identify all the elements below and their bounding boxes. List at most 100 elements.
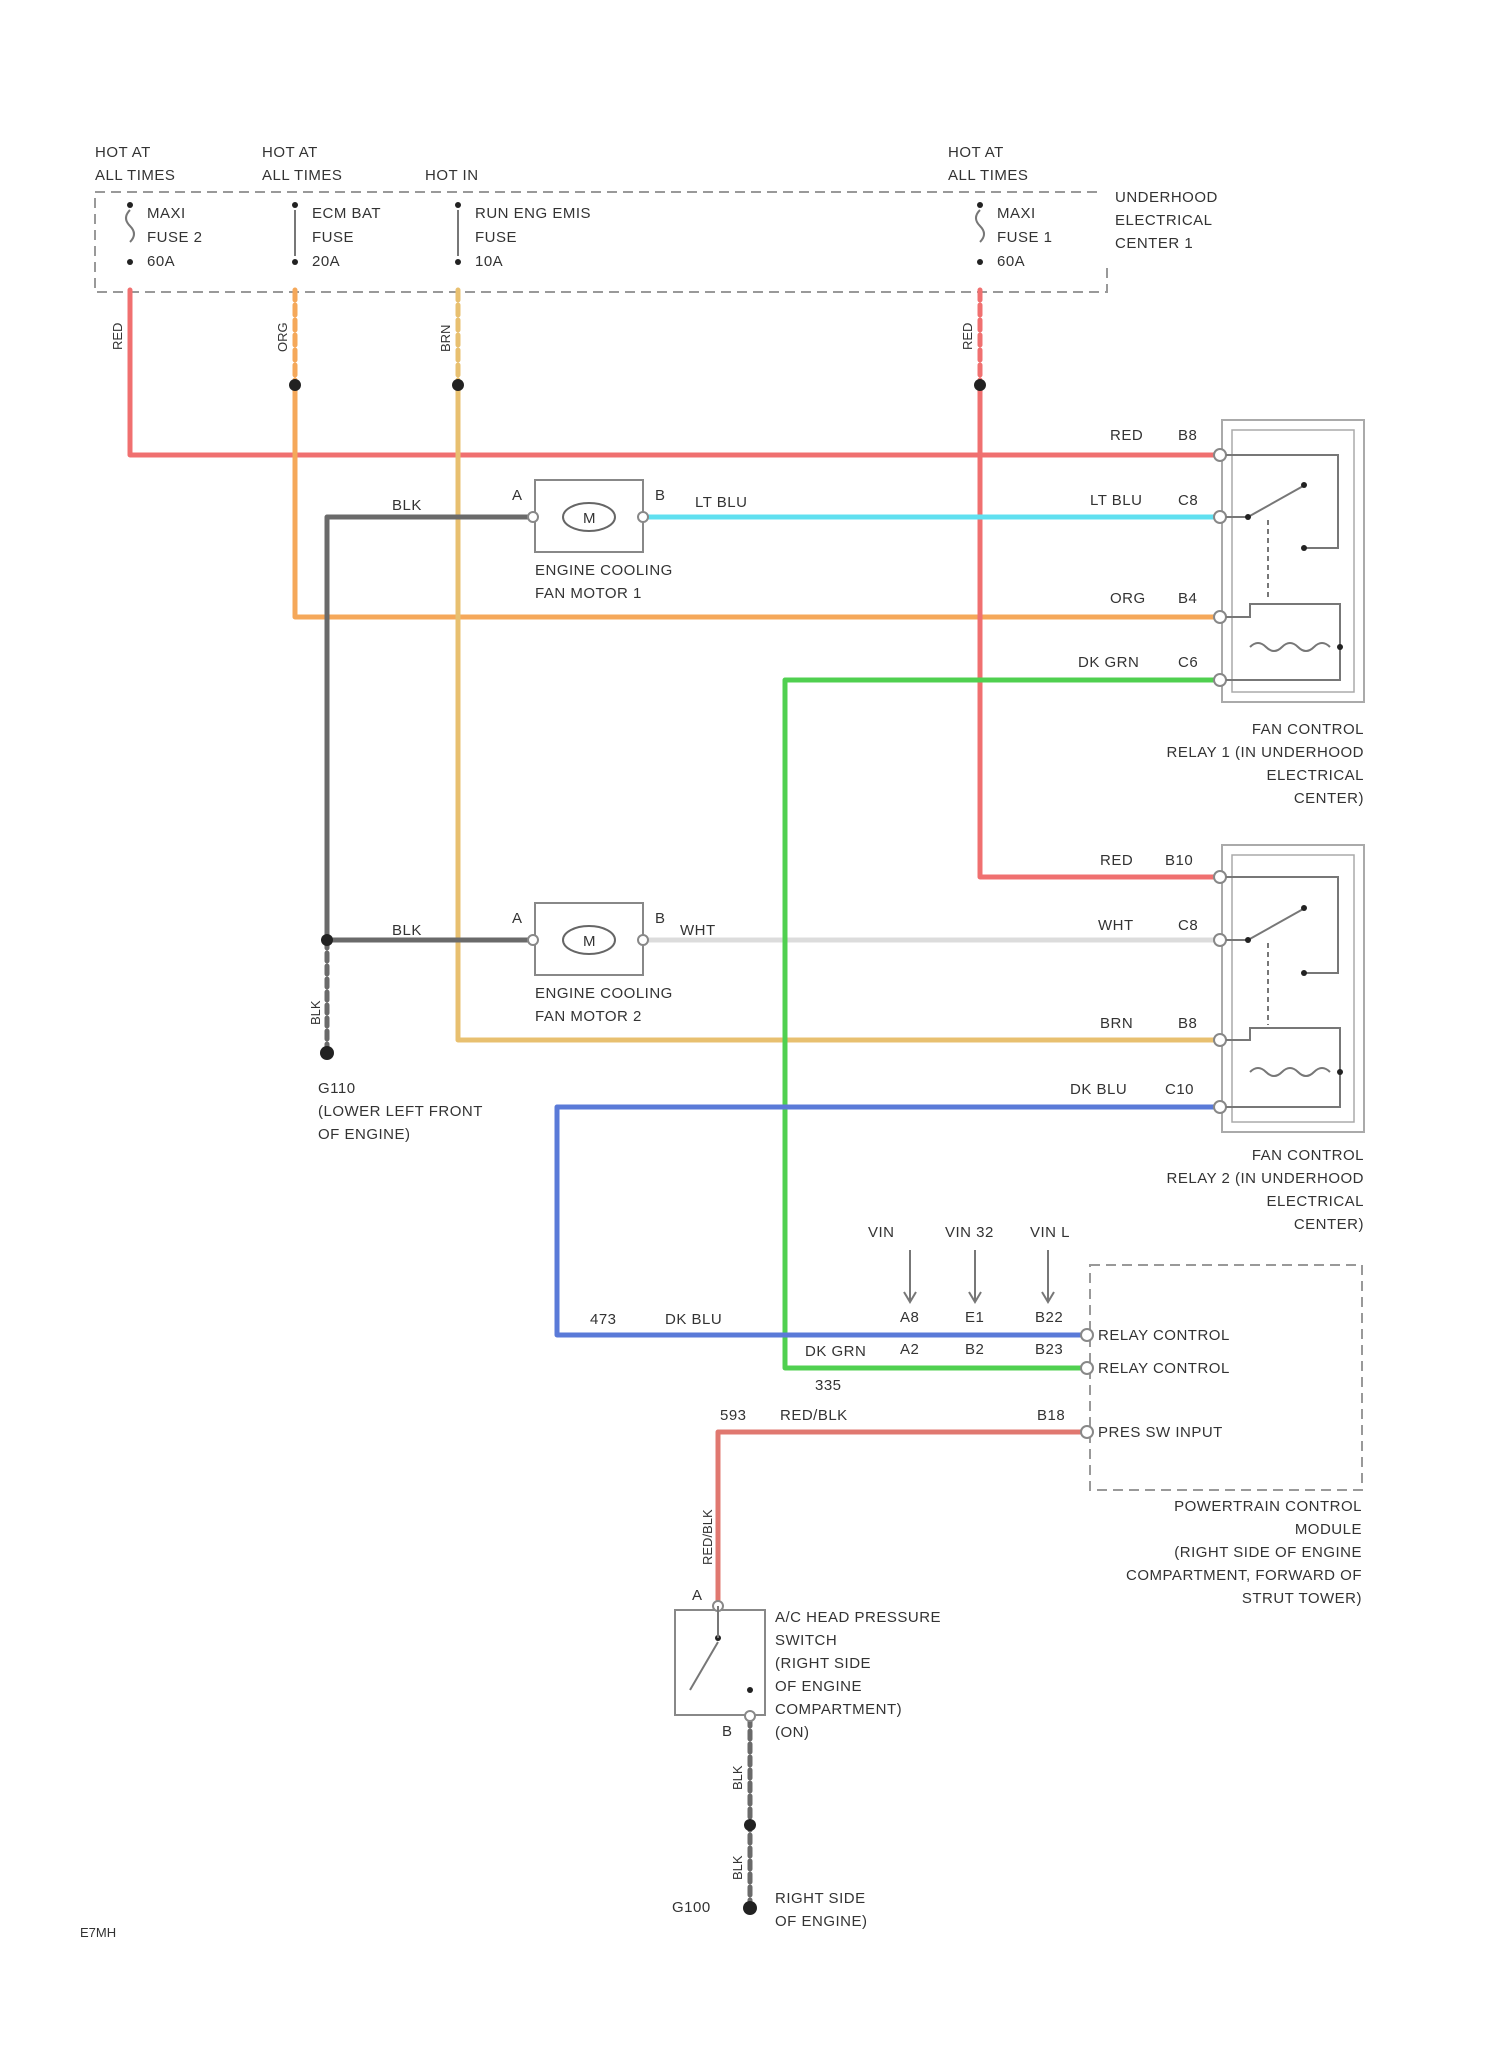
- svg-text:FUSE 1: FUSE 1: [997, 229, 1053, 246]
- fuse-ecm-bat-header: HOT AT ALL TIMES: [262, 144, 342, 184]
- splice-dot: [321, 934, 333, 946]
- fuse-maxi-1-header: HOT AT ALL TIMES: [948, 144, 1028, 184]
- svg-text:CENTER): CENTER): [1294, 1216, 1364, 1233]
- svg-text:A/C HEAD PRESSURE: A/C HEAD PRESSURE: [775, 1609, 941, 1626]
- hot-label: ALL TIMES: [262, 167, 342, 184]
- wire-tag: DK GRN: [805, 1343, 866, 1360]
- wire-tag: BLK: [392, 922, 422, 939]
- svg-text:COMPARTMENT): COMPARTMENT): [775, 1701, 902, 1718]
- svg-text:RELAY 2 (IN UNDERHOOD: RELAY 2 (IN UNDERHOOD: [1167, 1170, 1364, 1187]
- svg-text:VIN 32: VIN 32: [945, 1224, 994, 1241]
- svg-text:RED: RED: [1110, 427, 1143, 444]
- svg-text:LT BLU: LT BLU: [1090, 492, 1142, 509]
- wire-tag: WHT: [680, 922, 716, 939]
- wire-tag: BLK: [730, 1765, 745, 1790]
- wire-black: [327, 517, 533, 940]
- svg-text:OF ENGINE): OF ENGINE): [318, 1126, 411, 1143]
- hot-label: HOT IN: [425, 167, 479, 184]
- relay1-label: FAN CONTROL RELAY 1 (IN UNDERHOOD ELECTR…: [1167, 721, 1364, 807]
- diagram-code: E7MH: [80, 1925, 116, 1940]
- wire-dkblu: [557, 1107, 1220, 1335]
- ground-icon: [320, 1046, 334, 1060]
- svg-text:POWERTRAIN CONTROL: POWERTRAIN CONTROL: [1174, 1498, 1362, 1515]
- svg-text:B4: B4: [1178, 590, 1197, 607]
- svg-text:FAN MOTOR 2: FAN MOTOR 2: [535, 1008, 642, 1025]
- fuse-icon: [126, 202, 134, 265]
- svg-text:MAXI: MAXI: [147, 205, 186, 222]
- wire-tag: RED: [110, 323, 125, 350]
- relay-coil-icon: [1250, 1068, 1330, 1076]
- fan-motor-2: M A B ENGINE COOLING FAN MOTOR 2: [512, 903, 673, 1025]
- splice-dot: [974, 379, 986, 391]
- svg-text:FUSE 2: FUSE 2: [147, 229, 203, 246]
- underhood-center-label: UNDERHOOD ELECTRICAL CENTER 1: [1100, 182, 1250, 262]
- svg-text:A2: A2: [900, 1341, 919, 1358]
- svg-text:ELECTRICAL: ELECTRICAL: [1115, 212, 1213, 229]
- svg-text:60A: 60A: [997, 253, 1025, 270]
- relay2-label: FAN CONTROL RELAY 2 (IN UNDERHOOD ELECTR…: [1167, 1147, 1364, 1233]
- fuse-maxi-1-label: MAXI FUSE 1 60A: [997, 205, 1053, 270]
- pcm-pin-function: RELAY CONTROL: [1098, 1360, 1230, 1377]
- svg-text:B2: B2: [965, 1341, 984, 1358]
- svg-text:MAXI: MAXI: [997, 205, 1036, 222]
- wire-tag: BLK: [730, 1855, 745, 1880]
- wire-tag: LT BLU: [695, 494, 747, 511]
- svg-text:B: B: [655, 487, 666, 504]
- svg-text:B22: B22: [1035, 1309, 1063, 1326]
- svg-text:G110: G110: [318, 1080, 356, 1097]
- svg-text:M: M: [583, 933, 596, 950]
- fuse-run-eng-header: HOT IN: [425, 167, 479, 184]
- underhood-center-box: [95, 192, 1107, 292]
- wire-tag: BRN: [438, 325, 453, 352]
- svg-text:ELECTRICAL: ELECTRICAL: [1266, 767, 1364, 784]
- svg-text:A: A: [512, 910, 523, 927]
- svg-text:B23: B23: [1035, 1341, 1063, 1358]
- svg-text:SWITCH: SWITCH: [775, 1632, 837, 1649]
- splice-dot: [744, 1819, 756, 1831]
- svg-text:B10: B10: [1165, 852, 1193, 869]
- relay1-pin-labels: RED B8 LT BLU C8 ORG B4 DK GRN C6: [1078, 427, 1198, 671]
- svg-text:ELECTRICAL: ELECTRICAL: [1266, 1193, 1364, 1210]
- wire-tag: BLK: [392, 497, 422, 514]
- splice-dot: [289, 379, 301, 391]
- svg-text:ORG: ORG: [1110, 590, 1146, 607]
- hot-label: HOT AT: [948, 144, 1004, 161]
- svg-text:E1: E1: [965, 1309, 984, 1326]
- svg-text:CENTER 1: CENTER 1: [1115, 235, 1193, 252]
- svg-text:A: A: [512, 487, 523, 504]
- svg-text:A8: A8: [900, 1309, 919, 1326]
- ground-g100: BLK BLK G100 RIGHT SIDE OF ENGINE): [672, 1765, 868, 1930]
- svg-text:FAN CONTROL: FAN CONTROL: [1252, 1147, 1364, 1164]
- wire-red-2: [980, 385, 1220, 877]
- fan-motor-1: M A B ENGINE COOLING FAN MOTOR 1: [512, 480, 673, 602]
- svg-text:VIN L: VIN L: [1030, 1224, 1070, 1241]
- svg-text:M: M: [583, 510, 596, 527]
- svg-text:FAN CONTROL: FAN CONTROL: [1252, 721, 1364, 738]
- svg-text:ENGINE COOLING: ENGINE COOLING: [535, 985, 673, 1002]
- svg-text:ECM BAT: ECM BAT: [312, 205, 381, 222]
- svg-text:C8: C8: [1178, 917, 1198, 934]
- wire-tag: ORG: [275, 322, 290, 352]
- svg-text:FAN MOTOR 1: FAN MOTOR 1: [535, 585, 642, 602]
- svg-text:10A: 10A: [475, 253, 503, 270]
- hot-label: ALL TIMES: [95, 167, 175, 184]
- svg-text:20A: 20A: [312, 253, 340, 270]
- svg-text:DK GRN: DK GRN: [1078, 654, 1139, 671]
- pcm-pin-function: RELAY CONTROL: [1098, 1327, 1230, 1344]
- pcm-connector: [1081, 1329, 1093, 1341]
- hot-label: ALL TIMES: [948, 167, 1028, 184]
- svg-text:UNDERHOOD: UNDERHOOD: [1115, 189, 1218, 206]
- fan-control-relay-2: [1214, 845, 1364, 1132]
- wire-tag: RED/BLK: [780, 1407, 848, 1424]
- svg-text:MODULE: MODULE: [1295, 1521, 1362, 1538]
- svg-text:(RIGHT SIDE: (RIGHT SIDE: [775, 1655, 871, 1672]
- svg-text:B8: B8: [1178, 1015, 1197, 1032]
- svg-text:(RIGHT SIDE OF ENGINE: (RIGHT SIDE OF ENGINE: [1174, 1544, 1362, 1561]
- svg-text:G100: G100: [672, 1899, 711, 1916]
- fuse-ecm-bat-label: ECM BAT FUSE 20A: [312, 205, 381, 270]
- wire-tag: RED: [960, 323, 975, 350]
- svg-text:STRUT TOWER): STRUT TOWER): [1242, 1590, 1362, 1607]
- svg-text:OF ENGINE): OF ENGINE): [775, 1913, 868, 1930]
- svg-text:DK BLU: DK BLU: [1070, 1081, 1127, 1098]
